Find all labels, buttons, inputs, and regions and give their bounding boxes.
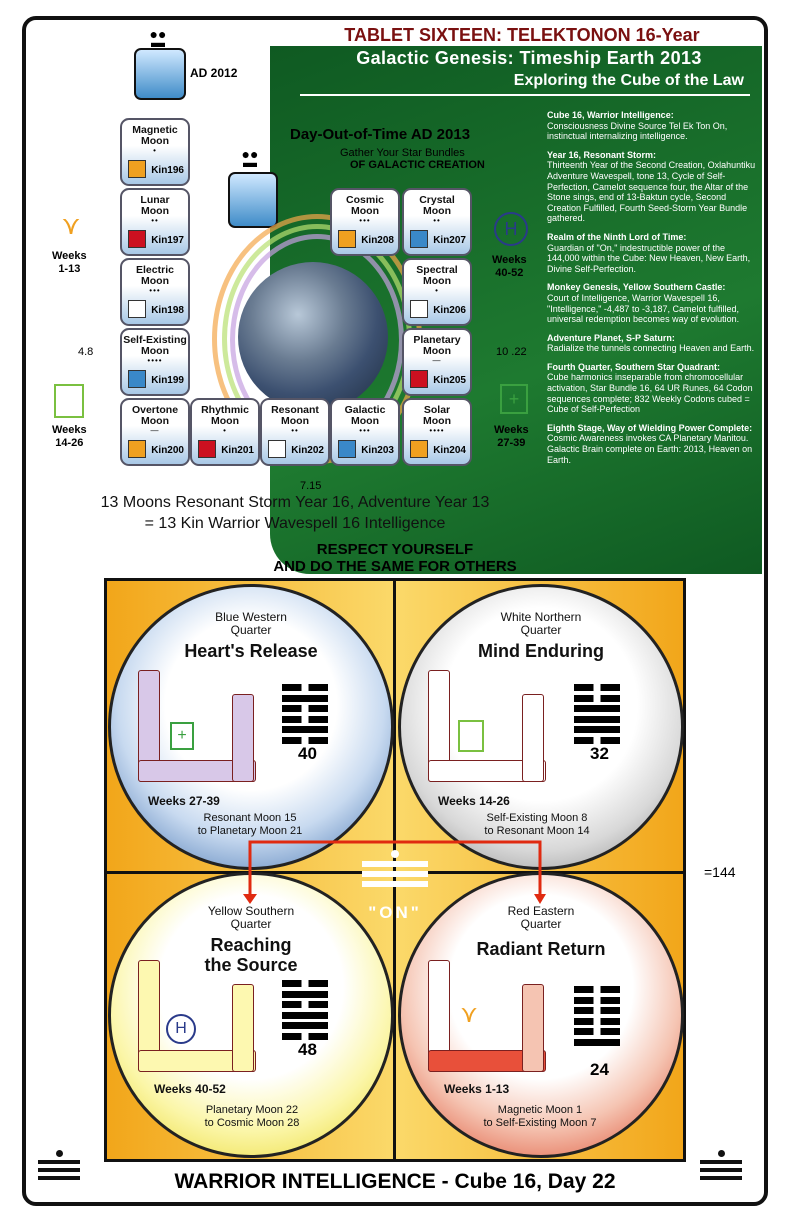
- dot-subtitle-2: OF GALACTIC CREATION: [350, 159, 485, 171]
- dot-bar-icon: [38, 1150, 80, 1180]
- num-left: 4.8: [78, 346, 94, 358]
- dot-title: Day-Out-of-Time AD 2013: [290, 126, 471, 143]
- info-item: Fourth Quarter, Southern Star Quadrant:C…: [547, 361, 753, 415]
- weeks-27-39-label: Weeks 27-39: [494, 424, 529, 449]
- earth-image: [238, 262, 388, 412]
- hexagram-40: [282, 684, 328, 747]
- eq144-label: =144: [704, 864, 736, 880]
- moon-solar: Solar Moon•••• Kin204: [402, 398, 472, 466]
- hexagram-number: 24: [590, 1060, 609, 1079]
- moon-overtone: Overtone Moon— Kin200: [120, 398, 190, 466]
- quarter-label: Red Eastern Quarter: [507, 904, 575, 931]
- respect-banner: RESPECT YOURSELF AND DO THE SAME FOR OTH…: [273, 541, 517, 575]
- quarter-range: Magnetic Moon 1 to Self-Existing Moon 7: [483, 1104, 597, 1129]
- moon-self-existing: Self-Existing Moon•••• Kin199: [120, 328, 190, 396]
- hexagram-32: [574, 684, 620, 747]
- quarter-range: Planetary Moon 22 to Cosmic Moon 28: [204, 1104, 300, 1129]
- triple-bar-icon: [458, 720, 484, 752]
- tree-icon: ⋎: [61, 210, 81, 240]
- weeks-1-13-label: Weeks 1-13: [52, 250, 87, 275]
- grid-divider-vertical: [393, 578, 396, 1162]
- quarter-label: White Northern Quarter: [500, 610, 582, 637]
- moon-magnetic: Magnetic Moon• Kin196: [120, 118, 190, 186]
- hexagram-24: [574, 986, 620, 1049]
- arrow-down-icon: [243, 894, 257, 904]
- moon-crystal: Crystal Moon•• Kin207: [402, 188, 472, 256]
- on-bars-icon: [362, 850, 428, 890]
- main-subtitle: Exploring the Cube of the Law: [513, 72, 744, 89]
- quarter-name: Reaching the Source: [204, 935, 298, 975]
- hexagram-48: [282, 980, 328, 1043]
- quarter-name: Heart's Release: [184, 641, 318, 661]
- tree-icon: ⋎: [460, 1001, 478, 1028]
- info-item: Eighth Stage, Way of Wielding Power Comp…: [547, 422, 753, 465]
- quarter-name: Radiant Return: [476, 939, 606, 959]
- num-right: 10 .22: [496, 346, 527, 358]
- dot-subtitle-1: Gather Your Star Bundles: [340, 147, 465, 159]
- main-title: Galactic Genesis: Timeship Earth 2013: [356, 48, 702, 68]
- quarter-label: Yellow Southern Quarter: [207, 904, 295, 931]
- weeks-14-26-label: Weeks 14-26: [52, 424, 87, 449]
- triple-bar-icon: [54, 384, 84, 418]
- moon-planetary: Planetary Moon— Kin205: [402, 328, 472, 396]
- storm-seal-icon: [134, 48, 186, 100]
- footer-title: WARRIOR INTELLIGENCE - Cube 16, Day 22: [174, 1170, 616, 1193]
- moon-galactic: Galactic Moon••• Kin203: [330, 398, 400, 466]
- quarter-weeks: Weeks 1-13: [444, 1082, 510, 1096]
- arrow-down-icon: [534, 894, 546, 904]
- wavespell-cells: [428, 670, 546, 782]
- info-item: Year 16, Resonant Storm:Thirteenth Year …: [547, 149, 756, 224]
- moon-rhythmic: Rhythmic Moon• Kin201: [190, 398, 260, 466]
- hexagram-number: 32: [590, 744, 609, 763]
- weeks-40-52-label: Weeks 40-52: [492, 254, 527, 279]
- on-label: "ON": [368, 903, 422, 922]
- moon-electric: Electric Moon••• Kin198: [120, 258, 190, 326]
- summary-line-1: 13 Moons Resonant Storm Year 16, Adventu…: [100, 494, 490, 511]
- hexagram-number: 48: [298, 1040, 317, 1059]
- info-item: Realm of the Ninth Lord of Time:Guardian…: [547, 231, 751, 274]
- plus-box-icon: +: [500, 384, 528, 414]
- info-item: Cube 16, Warrior Intelligence:Consciousn…: [547, 110, 728, 142]
- wavespell-cells: [138, 670, 256, 782]
- dot-bar-icon: ●●▬: [149, 26, 167, 50]
- quarter-weeks: Weeks 40-52: [154, 1082, 226, 1096]
- title-divider: [300, 94, 750, 96]
- num-bottom: 7.15: [300, 480, 322, 492]
- moon-lunar: Lunar Moon•• Kin197: [120, 188, 190, 256]
- quarter-name: Mind Enduring: [478, 641, 604, 661]
- wavespell-cells: [428, 960, 546, 1072]
- quarter-connector: [243, 840, 546, 904]
- moon-resonant: Resonant Moon•• Kin202: [260, 398, 330, 466]
- sun-seal-icon: [228, 172, 278, 228]
- quarter-range: Self-Existing Moon 8 to Resonant Moon 14: [484, 812, 590, 837]
- moon-spectral: Spectral Moon• Kin206: [402, 258, 472, 326]
- h-circle-icon: H: [494, 212, 528, 246]
- tablet-title: TABLET SIXTEEN: TELEKTONON 16-Year Chron…: [344, 25, 700, 71]
- info-text: Cube 16, Warrior Intelligence:Consciousn…: [547, 110, 757, 473]
- hexagram-number: 40: [298, 744, 317, 763]
- summary-line-2: = 13 Kin Warrior Wavespell 16 Intelligen…: [144, 515, 446, 532]
- quarter-range: Resonant Moon 15 to Planetary Moon 21: [197, 812, 303, 837]
- plus-box-icon: +: [170, 722, 194, 750]
- quarter-weeks: Weeks 14-26: [438, 794, 510, 808]
- dot-bar-icon: [700, 1150, 742, 1180]
- quarter-label: Blue Western Quarter: [215, 610, 287, 637]
- moon-cosmic: Cosmic Moon••• Kin208: [330, 188, 400, 256]
- h-circle-icon: H: [166, 1014, 196, 1044]
- quarter-weeks: Weeks 27-39: [148, 794, 220, 808]
- wavespell-cells: [138, 960, 256, 1072]
- info-item: Adventure Planet, S-P Saturn:Radialize t…: [547, 332, 755, 354]
- info-item: Monkey Genesis, Yellow Southern Castle:C…: [547, 282, 740, 325]
- ad2012-label: AD 2012: [190, 66, 238, 80]
- dot-bar-icon: ●●▬: [241, 146, 259, 170]
